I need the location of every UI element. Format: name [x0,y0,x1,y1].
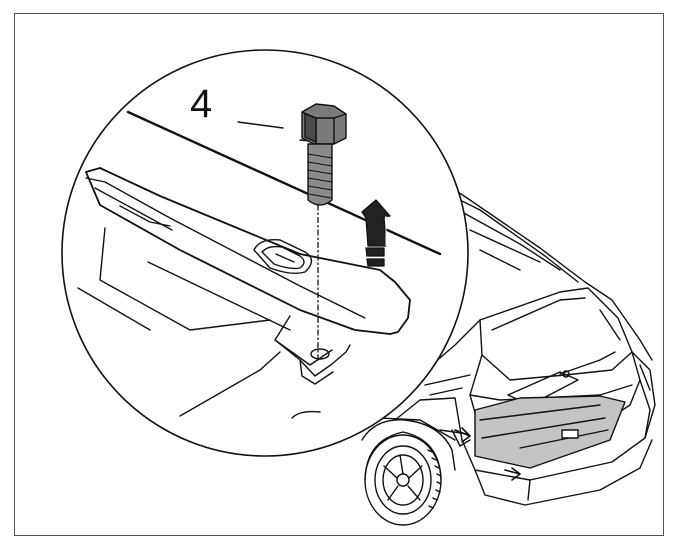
detail-magnifier [61,49,469,457]
lift-arrow-icon [361,199,391,267]
step-number: 4 [190,82,213,126]
bolt [301,103,347,206]
car-illustration [344,189,656,526]
